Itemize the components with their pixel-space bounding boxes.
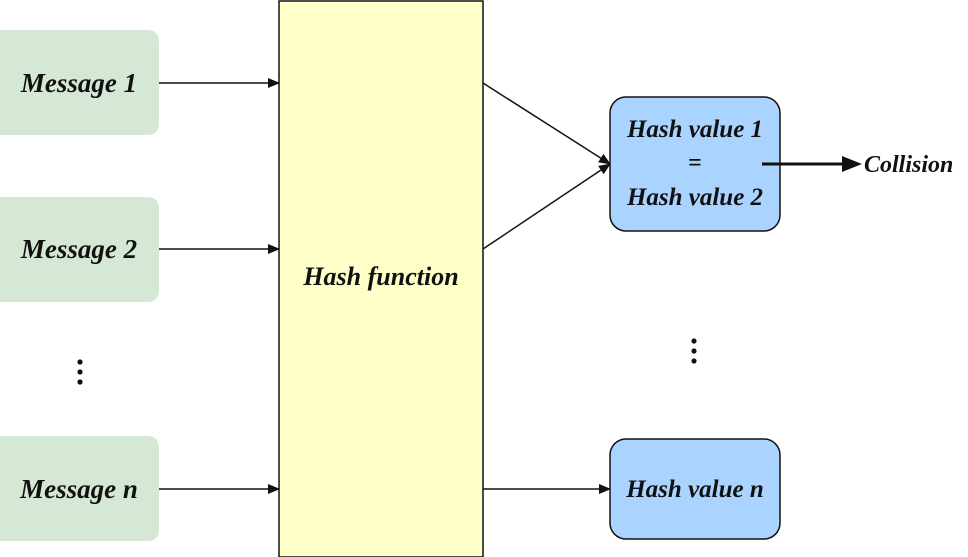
collision-label: Collision	[864, 152, 953, 178]
equals-sign: =	[688, 150, 702, 176]
message-1-box: Message 1	[0, 30, 159, 135]
ellipsis-dot	[77, 379, 83, 385]
arrow-converge-bottom	[482, 163, 611, 250]
collision-arrowhead	[842, 156, 862, 172]
message-2-shape	[0, 197, 159, 302]
hash-value-n-shape	[609, 438, 781, 540]
ellipsis-dot	[691, 358, 697, 364]
message-n-label: Message n	[19, 474, 138, 504]
hash-value-n-box: Hash value n	[609, 438, 781, 540]
ellipsis-dot	[691, 348, 697, 354]
hash-function-label: Hash function	[302, 262, 458, 291]
hash-value-2-label: Hash value 2	[626, 184, 763, 211]
message-n-box: Message n	[0, 436, 159, 541]
message-ellipsis	[77, 359, 83, 385]
ellipsis-dot	[691, 338, 697, 344]
message-1-label: Message 1	[20, 68, 137, 98]
output-ellipsis	[691, 338, 697, 364]
ellipsis-dot	[77, 369, 83, 375]
arrow-converge-top	[482, 82, 611, 165]
hash-function-box: Hash function	[278, 0, 484, 557]
ellipsis-dot	[77, 359, 83, 365]
collision-hash-box: Hash value 1 = Hash value 2	[609, 96, 781, 232]
message-1-shape	[0, 30, 159, 135]
message-2-label: Message 2	[20, 234, 137, 264]
hash-value-n-label: Hash value n	[625, 476, 764, 503]
hash-function-shape	[278, 0, 484, 557]
message-2-box: Message 2	[0, 197, 159, 302]
message-n-shape	[0, 436, 159, 541]
hash-value-1-label: Hash value 1	[626, 116, 763, 143]
